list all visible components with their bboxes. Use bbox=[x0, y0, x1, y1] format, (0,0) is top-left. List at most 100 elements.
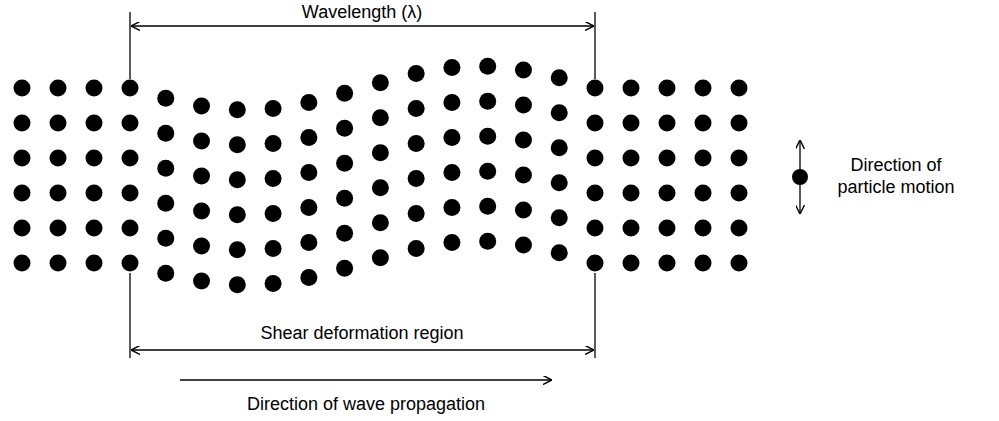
extension-line bbox=[129, 273, 130, 358]
particle-dot bbox=[50, 220, 67, 237]
particle-dot bbox=[265, 240, 282, 257]
particle-dot bbox=[157, 195, 174, 212]
dimension-label: Shear deformation region bbox=[257, 322, 466, 344]
particle-dot bbox=[122, 115, 139, 132]
particle-dot bbox=[659, 220, 676, 237]
particle-dot bbox=[300, 199, 317, 216]
extension-line bbox=[594, 273, 595, 358]
particle-dot bbox=[731, 115, 748, 132]
particle-dot bbox=[265, 275, 282, 292]
particle-dot bbox=[157, 230, 174, 247]
particle-dot bbox=[443, 94, 460, 111]
particle-dot bbox=[479, 163, 496, 180]
particle-dot bbox=[157, 125, 174, 142]
particle-dot bbox=[443, 129, 460, 146]
particle-dot bbox=[479, 233, 496, 250]
particle-dot bbox=[515, 201, 532, 218]
particle-dot bbox=[551, 209, 568, 226]
particle-dot bbox=[229, 136, 246, 153]
extension-line bbox=[594, 12, 595, 79]
particle-dot bbox=[659, 185, 676, 202]
dimension-arrow bbox=[131, 25, 594, 26]
particle-dot bbox=[443, 164, 460, 181]
particle-dot bbox=[695, 185, 712, 202]
particle-dot bbox=[229, 101, 246, 118]
particle-dot bbox=[515, 166, 532, 183]
particle-dot bbox=[587, 150, 604, 167]
particle-dot bbox=[14, 220, 31, 237]
particle-dot bbox=[372, 179, 389, 196]
particle-dot bbox=[193, 238, 210, 255]
particle-dot bbox=[157, 90, 174, 107]
particle-dot bbox=[479, 128, 496, 145]
particle-dot bbox=[122, 80, 139, 97]
particle-dot bbox=[300, 234, 317, 251]
particle-dot bbox=[551, 174, 568, 191]
particle-dot bbox=[515, 131, 532, 148]
particle-dot bbox=[300, 164, 317, 181]
particle-dot bbox=[50, 150, 67, 167]
particle-dot bbox=[300, 94, 317, 111]
particle-dot bbox=[86, 185, 103, 202]
particle-dot bbox=[50, 185, 67, 202]
particle-dot bbox=[408, 65, 425, 82]
particle-dot bbox=[229, 171, 246, 188]
particle-dot bbox=[551, 139, 568, 156]
particle-dot bbox=[265, 205, 282, 222]
particle-dot bbox=[336, 85, 353, 102]
particle-dot bbox=[122, 150, 139, 167]
extension-line bbox=[129, 12, 130, 79]
particle-dot bbox=[731, 150, 748, 167]
particle-dot bbox=[372, 144, 389, 161]
particle-dot bbox=[731, 255, 748, 272]
particle-dot bbox=[443, 234, 460, 251]
particle-dot bbox=[50, 80, 67, 97]
particle-dot bbox=[623, 185, 640, 202]
particle-dot bbox=[300, 269, 317, 286]
particle-dot bbox=[587, 115, 604, 132]
particle-dot bbox=[695, 80, 712, 97]
particle-dot bbox=[300, 129, 317, 146]
particle-dot bbox=[587, 255, 604, 272]
particle-dot bbox=[157, 265, 174, 282]
particle-dot bbox=[695, 220, 712, 237]
particle-dot bbox=[695, 150, 712, 167]
particle-dot bbox=[659, 150, 676, 167]
particle-dot bbox=[157, 160, 174, 177]
particle-dot bbox=[193, 133, 210, 150]
particle-dot bbox=[792, 169, 808, 185]
particle-dot bbox=[372, 249, 389, 266]
particle-dot bbox=[50, 255, 67, 272]
particle-dot bbox=[623, 115, 640, 132]
particle-dot bbox=[408, 100, 425, 117]
particle-dot bbox=[14, 185, 31, 202]
particle-dot bbox=[479, 93, 496, 110]
dimension-label: Wavelength (λ) bbox=[299, 1, 425, 23]
particle-dot bbox=[193, 203, 210, 220]
motion-label: Direction of particle motion bbox=[820, 154, 972, 198]
particle-dot bbox=[623, 220, 640, 237]
particle-dot bbox=[408, 205, 425, 222]
particle-dot bbox=[193, 168, 210, 185]
particle-dot bbox=[659, 80, 676, 97]
particle-dot bbox=[122, 255, 139, 272]
propagation-arrow bbox=[180, 379, 552, 380]
particle-dot bbox=[86, 255, 103, 272]
particle-dot bbox=[443, 199, 460, 216]
particle-dot bbox=[659, 115, 676, 132]
particle-dot bbox=[623, 255, 640, 272]
particle-grid bbox=[14, 58, 748, 294]
particle-dot bbox=[86, 80, 103, 97]
particle-dot bbox=[372, 74, 389, 91]
particle-dot bbox=[14, 255, 31, 272]
particle-dot bbox=[408, 135, 425, 152]
particle-dot bbox=[551, 104, 568, 121]
dimension-arrow bbox=[131, 349, 594, 350]
particle-dot bbox=[587, 80, 604, 97]
particle-dot bbox=[229, 206, 246, 223]
particle-dot bbox=[479, 198, 496, 215]
particle-dot bbox=[265, 170, 282, 187]
particle-dot bbox=[515, 61, 532, 78]
particle-dot bbox=[587, 185, 604, 202]
